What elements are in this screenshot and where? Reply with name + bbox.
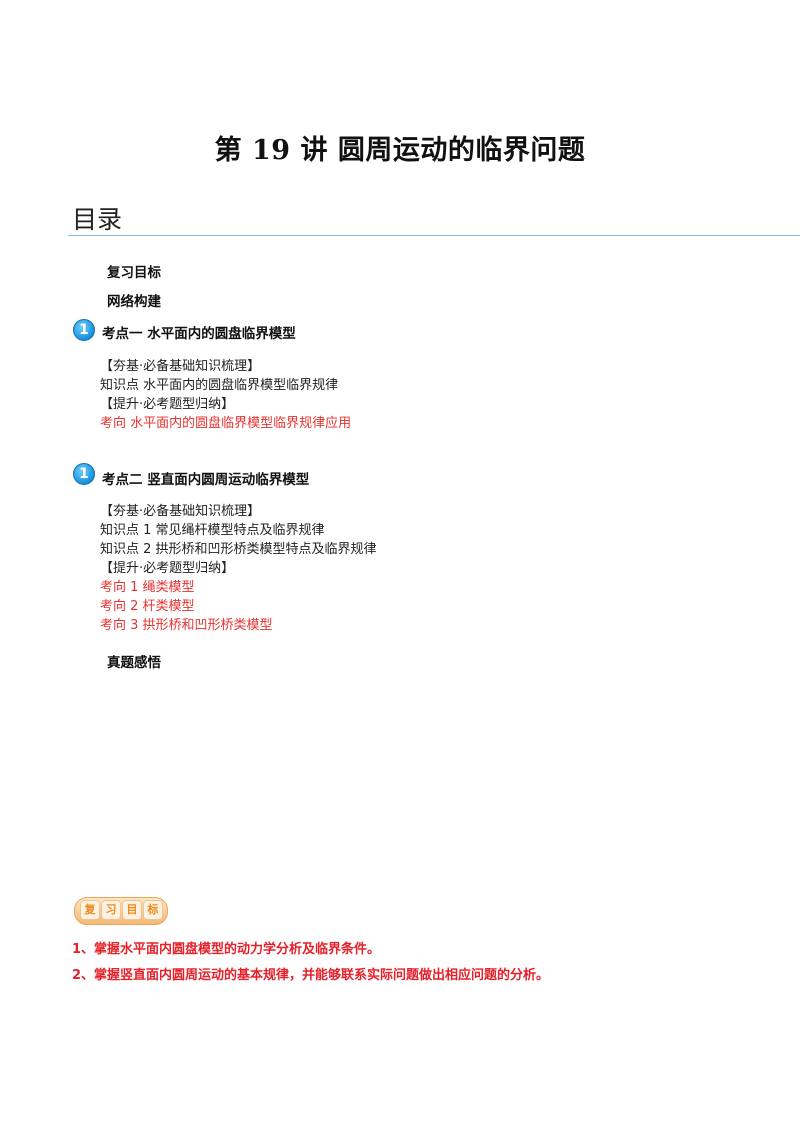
toc-subitem[interactable]: 【提升·必考题型归纳】 bbox=[100, 561, 235, 576]
tag-char: 复 bbox=[80, 900, 100, 920]
toc-item-network[interactable]: 网络构建 bbox=[107, 294, 161, 310]
toc-subitem-red[interactable]: 考向 3 拱形桥和凹形桥类模型 bbox=[100, 618, 273, 633]
objective-1: 1、掌握水平面内圆盘模型的动力学分析及临界条件。 bbox=[72, 942, 381, 957]
toc-subitem-red[interactable]: 考向 1 绳类模型 bbox=[100, 580, 195, 595]
tag-char: 标 bbox=[143, 900, 163, 920]
toc-divider bbox=[68, 235, 800, 236]
toc-subitem-red[interactable]: 考向 水平面内的圆盘临界模型临界规律应用 bbox=[100, 416, 352, 431]
section-number-badge-icon: 1 bbox=[73, 319, 95, 341]
toc-subitem-red[interactable]: 考向 2 杆类模型 bbox=[100, 599, 195, 614]
toc-item-section-1[interactable]: 考点一 水平面内的圆盘临界模型 bbox=[102, 326, 296, 342]
toc-item-section-2[interactable]: 考点二 竖直面内圆周运动临界模型 bbox=[102, 472, 310, 488]
toc-heading: 目录 bbox=[72, 205, 123, 234]
toc-item-review-goal[interactable]: 复习目标 bbox=[107, 265, 161, 281]
page-title: 第 19 讲 圆周运动的临界问题 bbox=[214, 135, 586, 166]
toc-subitem[interactable]: 【夯基·必备基础知识梳理】 bbox=[100, 504, 261, 519]
toc-subitem[interactable]: 知识点 水平面内的圆盘临界模型临界规律 bbox=[100, 378, 339, 393]
tag-char: 目 bbox=[122, 900, 142, 920]
toc-subitem[interactable]: 知识点 1 常见绳杆模型特点及临界规律 bbox=[100, 523, 325, 538]
tag-char: 习 bbox=[101, 900, 121, 920]
objective-2: 2、掌握竖直面内圆周运动的基本规律，并能够联系实际问题做出相应问题的分析。 bbox=[72, 968, 550, 983]
toc-subitem[interactable]: 知识点 2 拱形桥和凹形桥类模型特点及临界规律 bbox=[100, 542, 377, 557]
section-number-badge-icon: 1 bbox=[73, 463, 95, 485]
toc-item-real-exam[interactable]: 真题感悟 bbox=[107, 655, 161, 671]
toc-subitem[interactable]: 【提升·必考题型归纳】 bbox=[100, 397, 235, 412]
toc-subitem[interactable]: 【夯基·必备基础知识梳理】 bbox=[100, 359, 261, 374]
